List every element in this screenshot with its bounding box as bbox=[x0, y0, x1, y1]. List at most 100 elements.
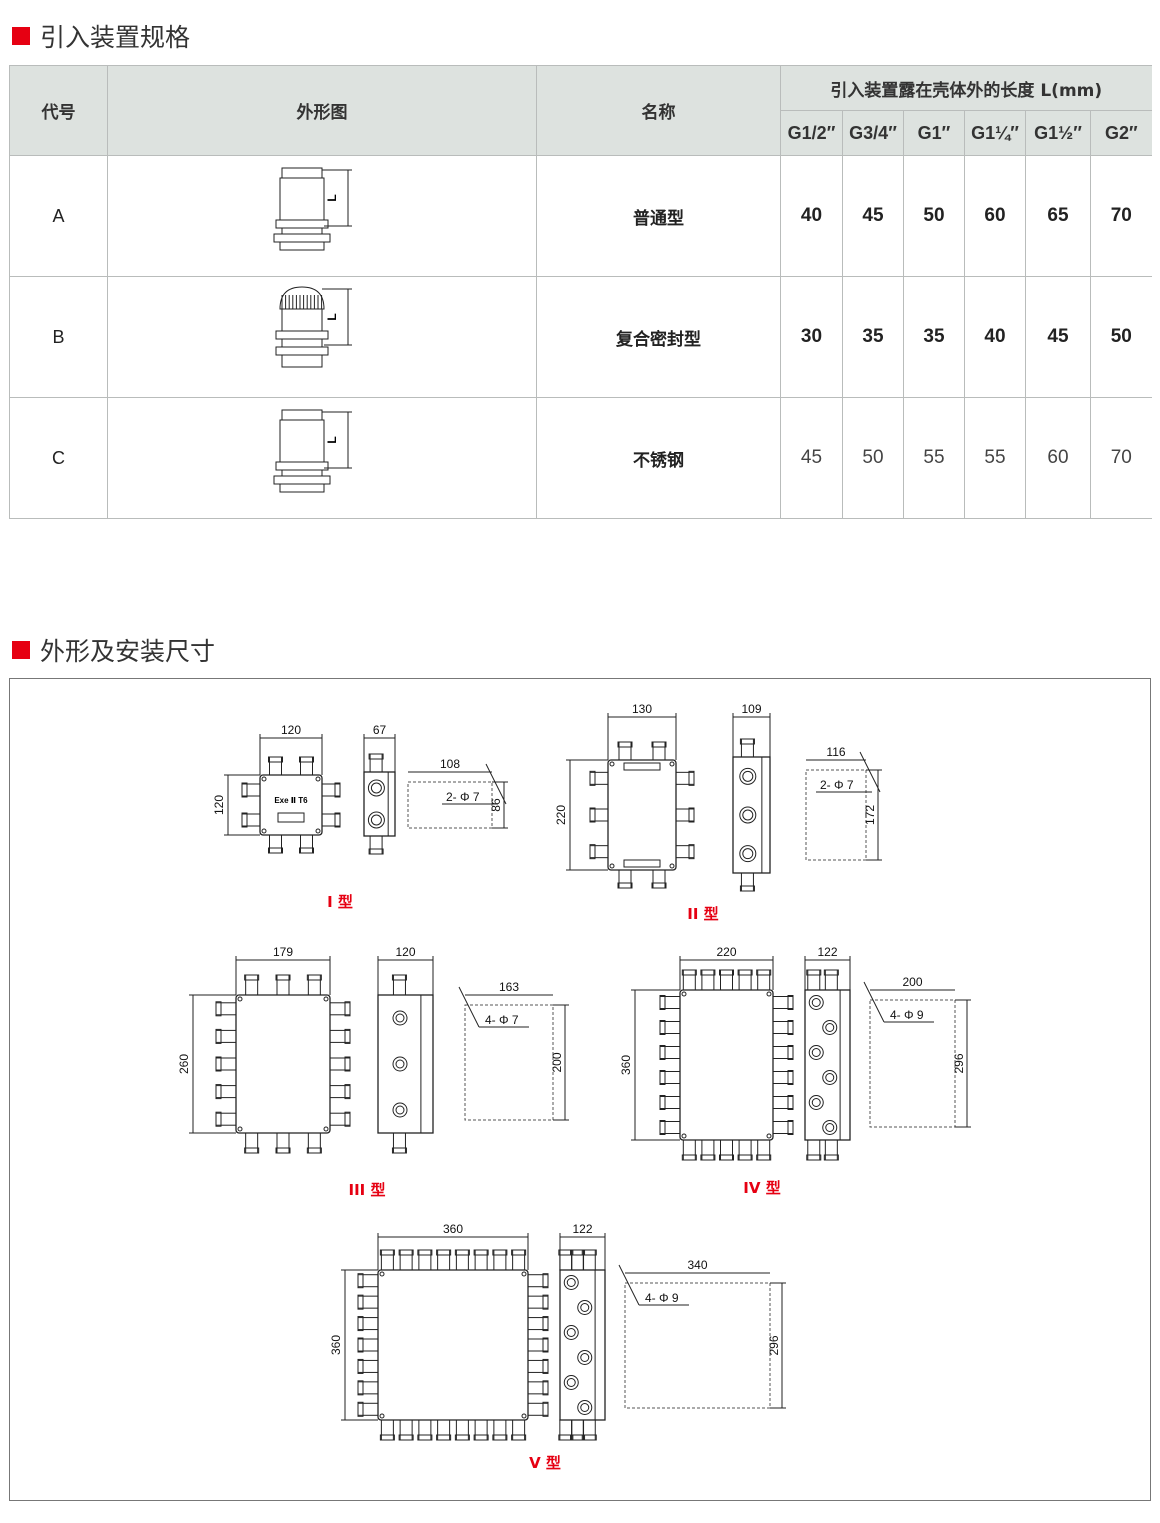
mounting-holes-spec: 4- Φ 9 bbox=[890, 1008, 924, 1022]
cable-gland bbox=[772, 996, 794, 1009]
red-square-icon bbox=[12, 27, 30, 45]
dimension-label: 220 bbox=[554, 805, 568, 825]
cover-screw bbox=[766, 991, 772, 997]
cable-gland bbox=[589, 771, 609, 785]
cable-gland bbox=[245, 974, 259, 996]
cable-gland-cap bbox=[542, 1337, 549, 1353]
cable-gland-cap bbox=[357, 1401, 364, 1417]
row-value: 55 bbox=[964, 397, 1026, 519]
cable-gland bbox=[276, 974, 290, 996]
gland-drawing-c: L bbox=[107, 397, 537, 519]
header-size: G1¼″ bbox=[964, 110, 1026, 156]
cable-gland-cap bbox=[589, 807, 596, 823]
gland-entry-hole bbox=[577, 1350, 593, 1365]
gland-entry-hole bbox=[577, 1400, 593, 1415]
gland-entry-hole-inner bbox=[742, 848, 754, 860]
gland-entry-hole bbox=[392, 1056, 408, 1072]
cable-gland-cap bbox=[659, 1095, 666, 1110]
cable-gland bbox=[675, 808, 695, 822]
nameplate bbox=[277, 812, 305, 823]
type-label: III 型 bbox=[349, 1181, 386, 1199]
leader-line bbox=[618, 1264, 640, 1306]
cable-gland bbox=[740, 738, 754, 758]
gland-entry-hole-inner bbox=[566, 1328, 576, 1337]
cable-gland-cap bbox=[688, 807, 695, 823]
cable-gland bbox=[527, 1359, 549, 1373]
cable-gland-cap bbox=[787, 1020, 794, 1035]
cable-gland bbox=[757, 969, 771, 991]
cable-gland-cap bbox=[215, 1001, 222, 1017]
cable-gland-cap bbox=[659, 1070, 666, 1085]
header-size: G1½″ bbox=[1025, 110, 1091, 156]
dimension-label: 116 bbox=[826, 745, 845, 759]
cable-gland bbox=[589, 845, 609, 859]
cable-gland bbox=[329, 1085, 351, 1099]
cable-gland-cap bbox=[368, 753, 384, 760]
cable-gland bbox=[474, 1419, 488, 1441]
cable-gland-cap bbox=[398, 1249, 414, 1256]
header-name: 名称 bbox=[536, 65, 781, 156]
cable-gland-cap bbox=[700, 1154, 716, 1161]
cable-gland bbox=[659, 1096, 681, 1109]
gland-entry-hole bbox=[367, 779, 385, 797]
gland-entry-hole-inner bbox=[580, 1403, 590, 1412]
cover-screw bbox=[323, 996, 329, 1002]
type-label: II 型 bbox=[687, 905, 718, 923]
enclosure-side-view bbox=[804, 989, 851, 1141]
cable-gland-cap bbox=[473, 1249, 489, 1256]
red-square-icon bbox=[12, 641, 30, 659]
header-size: G2″ bbox=[1089, 110, 1152, 156]
gland-entry-hole bbox=[808, 995, 824, 1010]
gland-entry-hole bbox=[392, 1102, 408, 1118]
row-value: 50 bbox=[1089, 276, 1152, 398]
cable-gland-cap bbox=[344, 1028, 351, 1044]
cable-gland-cap bbox=[589, 770, 596, 786]
cable-gland bbox=[455, 1249, 469, 1271]
cable-gland-cap bbox=[681, 1154, 697, 1161]
cable-gland bbox=[357, 1317, 379, 1331]
cable-gland-cap bbox=[719, 1154, 734, 1161]
row-name: 普通型 bbox=[536, 155, 781, 277]
mounting-holes-spec: 4- Φ 9 bbox=[645, 1291, 679, 1305]
gland-entry-hole-inner bbox=[580, 1353, 590, 1362]
cable-gland bbox=[772, 1121, 794, 1134]
gland-entry-hole bbox=[563, 1275, 579, 1290]
cover-screw bbox=[521, 1413, 527, 1419]
section-title-text: 外形及安装尺寸 bbox=[40, 637, 216, 666]
cover-screw bbox=[315, 776, 321, 782]
cable-gland-cap bbox=[241, 782, 248, 798]
cable-gland-cap bbox=[344, 1056, 351, 1072]
cable-gland-cap bbox=[215, 1056, 222, 1072]
mounting-hole-pattern bbox=[407, 781, 493, 829]
hinge-plate bbox=[623, 762, 661, 771]
cable-gland-cap bbox=[756, 969, 772, 976]
ex-marking: Exe Ⅱ T6 bbox=[274, 796, 308, 805]
cable-gland-cap bbox=[417, 1434, 433, 1441]
cable-gland-cap bbox=[581, 1249, 597, 1256]
cable-gland-drawing: L bbox=[275, 286, 352, 368]
gland-drawing-b: L bbox=[107, 276, 537, 398]
row-code: C bbox=[9, 397, 108, 519]
header-size: G1/2″ bbox=[780, 110, 843, 156]
cable-gland-cap bbox=[368, 848, 384, 855]
enclosure-side-view bbox=[363, 771, 396, 837]
cover-screw bbox=[669, 863, 675, 869]
cable-gland bbox=[772, 1046, 794, 1059]
mounting-holes-spec: 2- Φ 7 bbox=[446, 790, 480, 804]
cable-gland bbox=[380, 1419, 394, 1441]
cable-gland-cap bbox=[306, 1147, 322, 1154]
leader-line bbox=[458, 986, 480, 1028]
cover-screw bbox=[609, 863, 615, 869]
cable-gland-cap bbox=[241, 812, 248, 828]
row-value: 45 bbox=[1025, 276, 1091, 398]
cable-gland bbox=[241, 813, 261, 827]
cable-gland bbox=[321, 783, 341, 797]
cable-gland-cap bbox=[344, 1084, 351, 1100]
cable-gland-cap bbox=[756, 1154, 772, 1161]
mounting-holes-spec: 4- Φ 7 bbox=[485, 1013, 519, 1027]
gland-entry-hole bbox=[822, 1120, 838, 1135]
cable-gland-cap bbox=[244, 974, 260, 981]
